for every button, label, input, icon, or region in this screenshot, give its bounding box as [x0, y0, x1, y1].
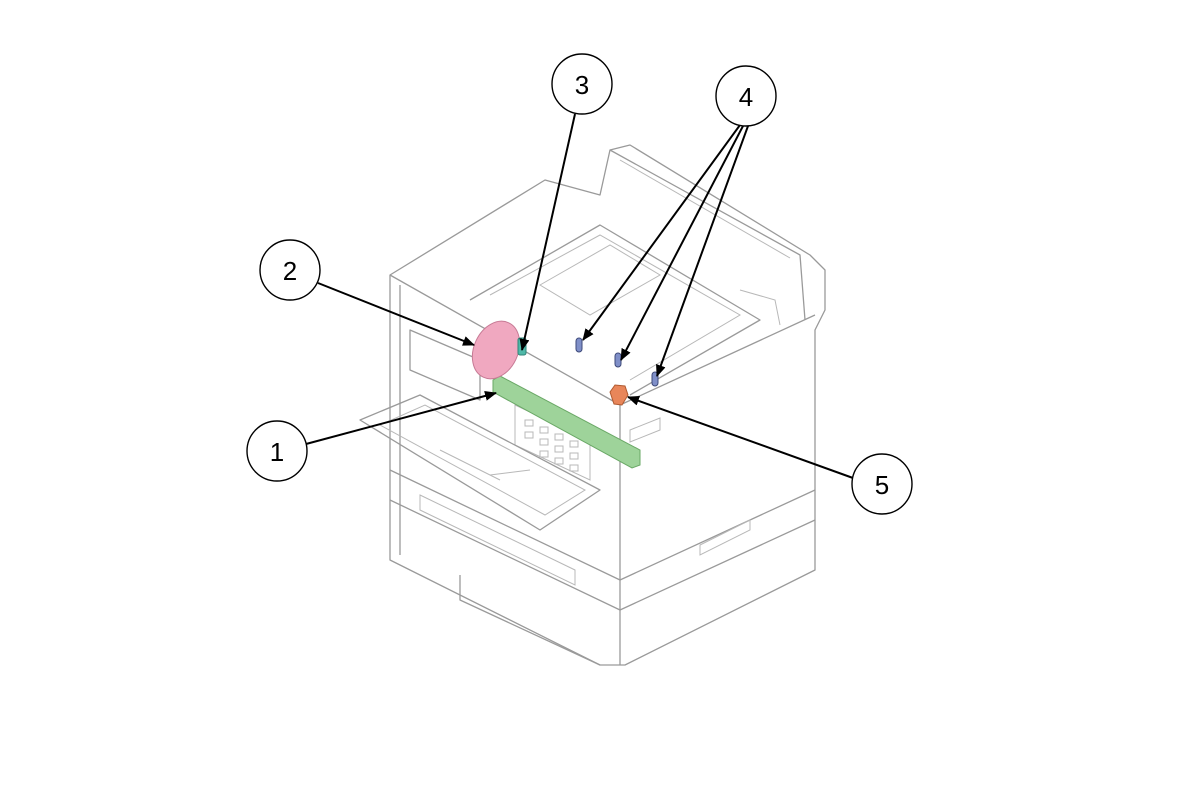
orange-part — [609, 384, 629, 406]
arrow-4b — [620, 125, 744, 361]
printer-line-art — [359, 144, 826, 666]
arrow-2 — [317, 282, 475, 346]
callout-1: 1 — [246, 420, 308, 482]
callout-label: 2 — [283, 256, 297, 286]
callout-label: 3 — [575, 70, 589, 100]
arrow-4c — [656, 125, 749, 377]
leader-arrows — [305, 113, 854, 479]
highlighted-parts — [471, 320, 659, 469]
blue-roller-2 — [614, 352, 622, 368]
pink-gear-part — [471, 320, 521, 380]
blue-roller-1 — [575, 337, 583, 353]
arrow-3 — [519, 113, 576, 351]
callout-3: 3 — [551, 53, 613, 115]
callout-4: 4 — [715, 65, 777, 127]
callout-2: 2 — [259, 239, 321, 301]
arrow-5 — [627, 396, 854, 479]
arrow-4a — [582, 124, 741, 341]
callout-5: 5 — [851, 453, 913, 515]
callout-label: 5 — [875, 470, 889, 500]
callout-label: 1 — [270, 437, 284, 467]
callout-label: 4 — [739, 82, 753, 112]
arrow-1 — [305, 391, 497, 445]
